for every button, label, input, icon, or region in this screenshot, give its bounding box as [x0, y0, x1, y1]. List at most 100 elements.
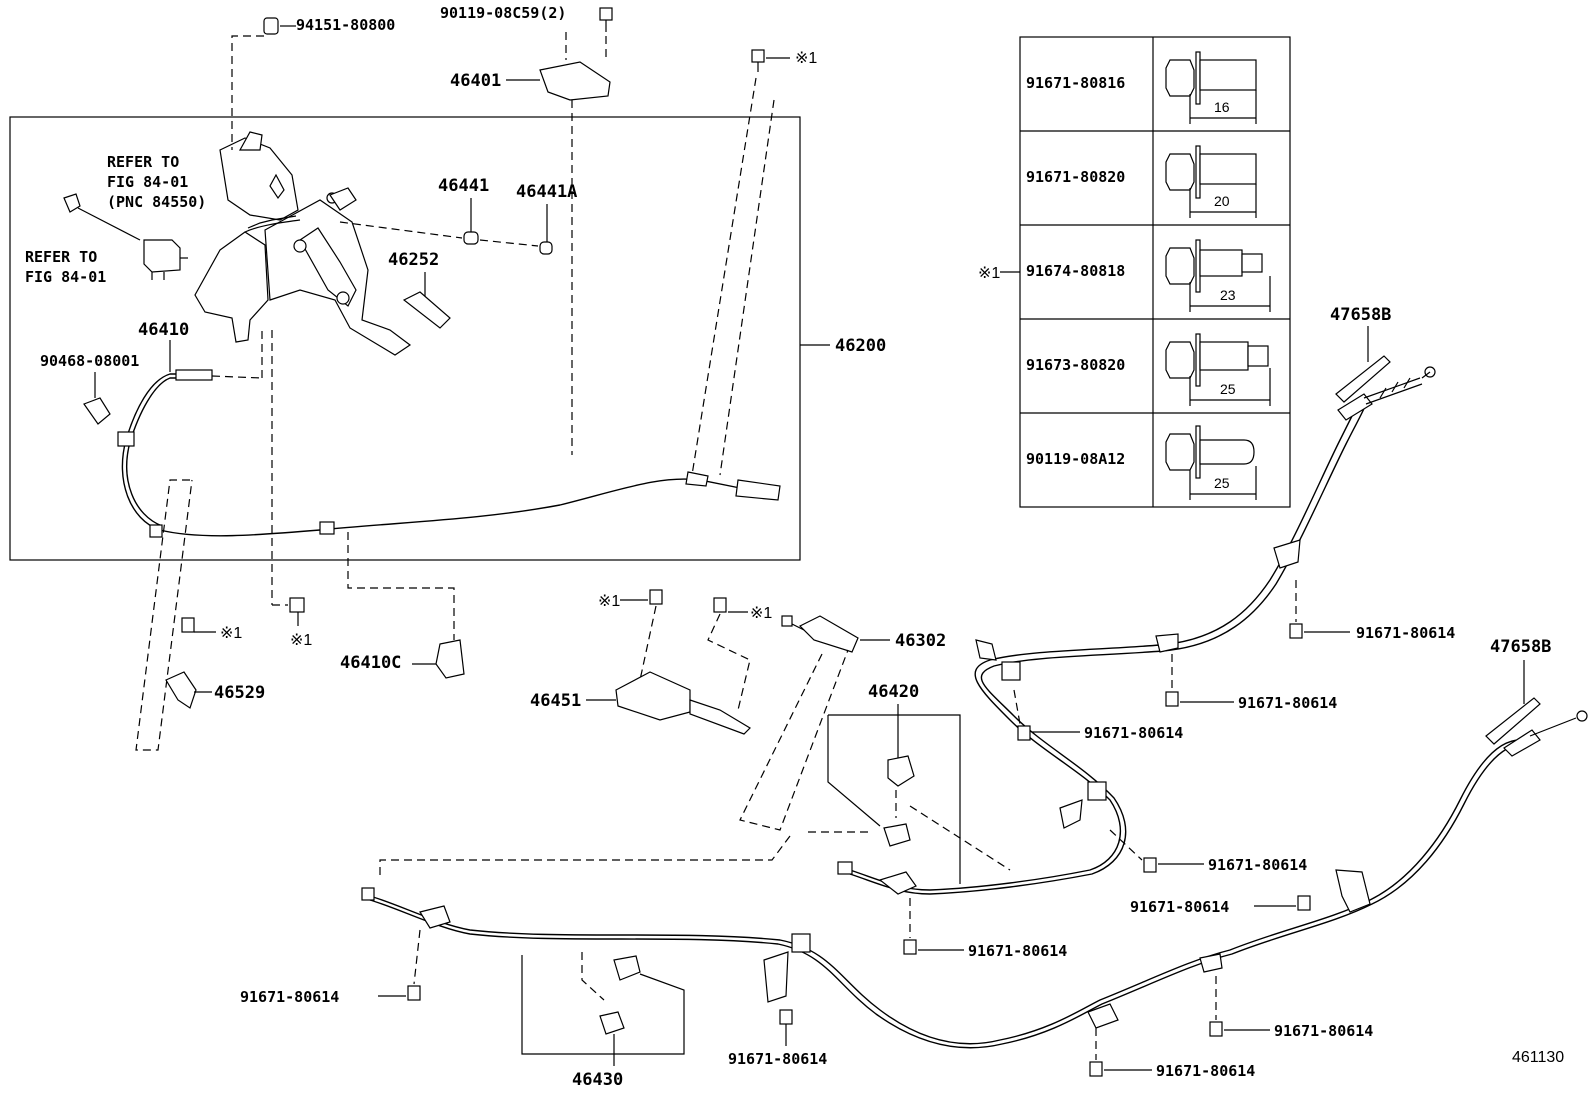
label-46302: 46302 — [895, 631, 946, 651]
pedal-bracket-assembly — [194, 131, 412, 356]
bushing-46441A — [539, 241, 553, 255]
label-bolt-91671-80614-3: 91671-80614 — [1084, 724, 1183, 742]
label-bolt-91671-80614-7: 91671-80614 — [240, 988, 339, 1006]
label-47658B-b: 47658B — [1490, 637, 1551, 657]
cable-end-right-2 — [1503, 729, 1541, 757]
assembly-46200-box — [9, 116, 801, 561]
cable-end-left-1 — [837, 861, 853, 875]
table-row-length: 23 — [1220, 287, 1236, 303]
clip-90468 — [83, 397, 111, 425]
label-90468: 90468-08001 — [40, 352, 139, 370]
bolt-91671-80614-10 — [1089, 1028, 1152, 1077]
bolt-x1-46451a — [649, 589, 663, 605]
bolt-x1-46529 — [181, 617, 195, 633]
bracket-46401 — [539, 61, 611, 101]
bolt-91671-80614-2 — [1165, 654, 1234, 707]
cable-bracket — [685, 471, 709, 487]
refer-to-label-b1: REFER TO — [25, 248, 97, 266]
label-46441: 46441 — [438, 176, 489, 196]
refer-to-label-b2: FIG 84-01 — [25, 268, 106, 286]
label-90119c59: 90119-08C59(2) — [440, 4, 566, 22]
clip-46430-b — [599, 1011, 625, 1035]
bolt-91671-80614-5 — [1254, 895, 1311, 911]
table-row-length: 25 — [1220, 381, 1236, 397]
clip-46420-b — [883, 823, 911, 847]
clip-46430-a — [613, 955, 641, 981]
bolt-91671-80614-1 — [1289, 580, 1350, 639]
bolt-91671-80614-6 — [903, 898, 964, 955]
cable-end-right-1 — [1337, 393, 1373, 421]
cable-clip-a — [149, 524, 163, 538]
bushing-46441 — [463, 231, 479, 245]
label-bolt-91671-80614-8: 91671-80614 — [728, 1050, 827, 1068]
refer-to-label-a3: (PNC 84550) — [107, 193, 206, 211]
label-46410: 46410 — [138, 320, 189, 340]
bolt-91671-80614-3 — [1013, 689, 1080, 741]
grommet-cable1-a — [1001, 661, 1021, 681]
figure-number: 461130 — [1512, 1049, 1564, 1066]
label-46401: 46401 — [450, 71, 501, 91]
grommet-cable2-a — [791, 933, 811, 953]
parking-brake-switch — [143, 239, 188, 280]
refer-to-label-a1: REFER TO — [107, 153, 179, 171]
x1-marker-46451a: ※1 — [598, 593, 620, 610]
bolt-x1-46451b — [713, 597, 727, 613]
label-bolt-91671-80614-2: 91671-80614 — [1238, 694, 1337, 712]
table-row-1: 91671-80816 16 — [1026, 51, 1257, 124]
bolt-91671-80614-8 — [779, 1009, 793, 1046]
table-row-4: 91673-80820 25 — [1026, 333, 1271, 406]
cable-end-fitting — [175, 369, 213, 381]
x1-marker-46529: ※1 — [220, 625, 242, 642]
bolt-90119c59 — [599, 7, 613, 21]
bolt-size-table: ※1 91671-80816 16 91671-80820 20 91674-8… — [978, 36, 1291, 508]
table-row-2: 91671-80820 20 — [1026, 145, 1257, 218]
cable-end-left-2 — [361, 887, 375, 901]
table-row-3: 91674-80818 23 — [1026, 239, 1271, 312]
label-46200: 46200 — [835, 336, 886, 356]
table-x1-marker: ※1 — [978, 265, 1000, 282]
bolt-x1-mid — [289, 597, 305, 613]
label-46430: 46430 — [572, 1070, 623, 1090]
table-row-length: 20 — [1214, 193, 1230, 209]
bracket-47658B-b — [1485, 697, 1541, 745]
label-bolt-91671-80614-5: 91671-80614 — [1130, 898, 1229, 916]
table-row-part: 91671-80816 — [1026, 74, 1125, 92]
bolt-x1-top — [751, 49, 765, 63]
table-row-part: 91674-80818 — [1026, 262, 1125, 280]
bolt-91671-80614-9 — [1209, 976, 1270, 1037]
refer-to-label-a2: FIG 84-01 — [107, 173, 188, 191]
label-bolt-91671-80614-6: 91671-80614 — [968, 942, 1067, 960]
x1-marker-top: ※1 — [795, 50, 817, 67]
label-94151: 94151-80800 — [296, 16, 395, 34]
label-46410C: 46410C — [340, 653, 401, 673]
table-row-part: 91671-80820 — [1026, 168, 1125, 186]
table-row-length: 16 — [1214, 99, 1230, 115]
nut-94151 — [263, 17, 279, 35]
table-row-5: 90119-08A12 25 — [1026, 425, 1257, 500]
cable-clip-b — [319, 521, 335, 535]
label-46451: 46451 — [530, 691, 581, 711]
bolt-91671-80614-4 — [1109, 829, 1204, 873]
label-47658B-a: 47658B — [1330, 305, 1391, 325]
cable-grommet — [117, 431, 135, 447]
label-bolt-91671-80614-10: 91671-80614 — [1156, 1062, 1255, 1080]
clip-46410C — [435, 639, 465, 679]
label-bolt-91671-80614-1: 91671-80614 — [1356, 624, 1455, 642]
label-46420: 46420 — [868, 682, 919, 702]
table-row-part: 91673-80820 — [1026, 356, 1125, 374]
x1-marker-46451b: ※1 — [750, 605, 772, 622]
clip-46420-a — [887, 755, 915, 787]
clip-46529 — [165, 671, 197, 709]
pad-46252 — [402, 291, 451, 329]
equalizer-46302 — [798, 615, 859, 653]
bracket-47658B-a — [1335, 355, 1391, 403]
x1-marker-mid: ※1 — [290, 632, 312, 649]
label-46529: 46529 — [214, 683, 265, 703]
cable-end-connector — [735, 479, 781, 501]
label-46441A: 46441A — [516, 182, 577, 202]
grommet-cable1-b — [1087, 781, 1107, 801]
label-bolt-91671-80614-9: 91671-80614 — [1274, 1022, 1373, 1040]
bracket-46451 — [615, 671, 691, 721]
table-row-length: 25 — [1214, 475, 1230, 491]
